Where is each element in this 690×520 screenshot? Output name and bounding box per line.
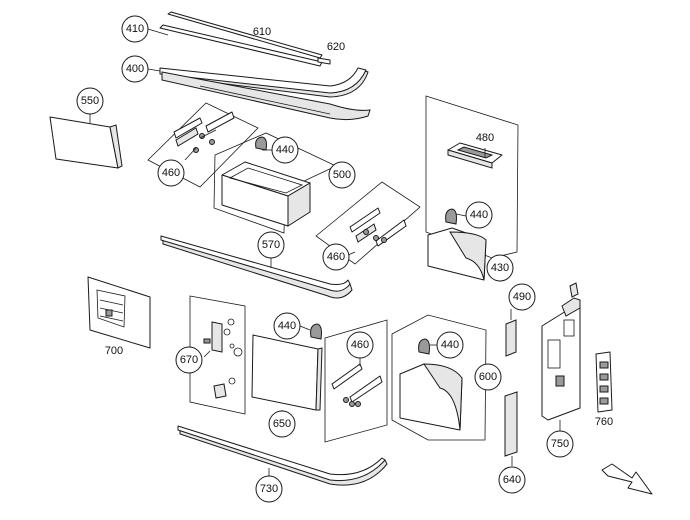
part-plate-700 (87, 276, 151, 349)
svg-text:640: 640 (503, 474, 521, 486)
svg-text:460: 460 (327, 251, 345, 263)
part-handle-480 (447, 142, 503, 169)
leader-lines (89, 28, 561, 476)
callout-460-middle: 460 (322, 243, 350, 271)
callout-440-upper: 440 (271, 136, 299, 164)
part-bin-430 (427, 227, 487, 281)
callout-440-right: 440 (465, 201, 493, 229)
group-box-460-lower (324, 319, 388, 443)
svg-text:570: 570 (262, 239, 280, 251)
svg-text:650: 650 (273, 418, 291, 430)
callout-430: 430 (486, 254, 514, 282)
part-clip-440-upper (255, 136, 267, 151)
part-strip-570 (160, 235, 353, 299)
callout-440-lower-left: 440 (273, 312, 301, 340)
part-620 (317, 57, 331, 65)
label-620: 620 (327, 41, 345, 53)
svg-text:730: 730 (260, 483, 278, 495)
svg-text:400: 400 (126, 63, 144, 75)
part-strip-400 (159, 67, 369, 98)
part-strip-640 (504, 391, 518, 457)
arrow-icon (601, 463, 653, 495)
part-strip-400-lower (161, 71, 371, 121)
svg-text:670: 670 (180, 354, 198, 366)
svg-text:550: 550 (81, 95, 99, 107)
part-panel-550 (49, 116, 123, 169)
part-module-760 (595, 351, 613, 413)
callout-400: 400 (121, 55, 149, 83)
callout-490: 490 (508, 283, 536, 311)
label-760: 760 (595, 416, 613, 428)
callout-550: 550 (76, 87, 104, 115)
callout-640: 640 (498, 466, 526, 494)
callout-730: 730 (255, 475, 283, 503)
svg-text:440: 440 (278, 320, 296, 332)
callout-460-lower: 460 (346, 331, 374, 359)
svg-text:430: 430 (491, 262, 509, 274)
callout-750: 750 (546, 430, 574, 458)
group-box-460-middle (315, 181, 421, 265)
svg-text:440: 440 (276, 144, 294, 156)
group-box-430 (425, 95, 519, 259)
part-bin-600 (399, 363, 463, 431)
svg-text:490: 490 (513, 291, 531, 303)
part-door-650 (251, 334, 323, 411)
svg-text:600: 600 (479, 371, 497, 383)
part-drawer-500 (221, 161, 311, 227)
part-strip-490 (505, 319, 517, 357)
label-700: 700 (105, 345, 123, 357)
callout-440-lower-right: 440 (436, 331, 464, 359)
label-480: 480 (476, 132, 494, 144)
part-strip-610 (159, 11, 323, 67)
svg-text:500: 500 (333, 169, 351, 181)
part-clip-440-lower-right (418, 338, 430, 355)
group-box-600 (391, 314, 487, 441)
callout-650: 650 (268, 410, 296, 438)
group-box-460-upper (147, 102, 259, 188)
part-clip-440-lower-left (310, 323, 322, 340)
part-clip-440-right (445, 208, 457, 225)
callout-460-upper: 460 (157, 159, 185, 187)
svg-text:460: 460 (351, 339, 369, 351)
svg-text:440: 440 (470, 209, 488, 221)
callout-500: 500 (328, 161, 356, 189)
callout-670: 670 (175, 346, 203, 374)
callout-570: 570 (257, 231, 285, 259)
part-strip-730 (177, 425, 388, 486)
label-610: 610 (253, 26, 271, 38)
svg-text:460: 460 (162, 167, 180, 179)
svg-text:750: 750 (551, 438, 569, 450)
callout-410: 410 (121, 15, 149, 43)
part-housing-750 (541, 282, 581, 421)
svg-text:410: 410 (126, 23, 144, 35)
svg-text:440: 440 (441, 339, 459, 351)
callout-600: 600 (474, 363, 502, 391)
